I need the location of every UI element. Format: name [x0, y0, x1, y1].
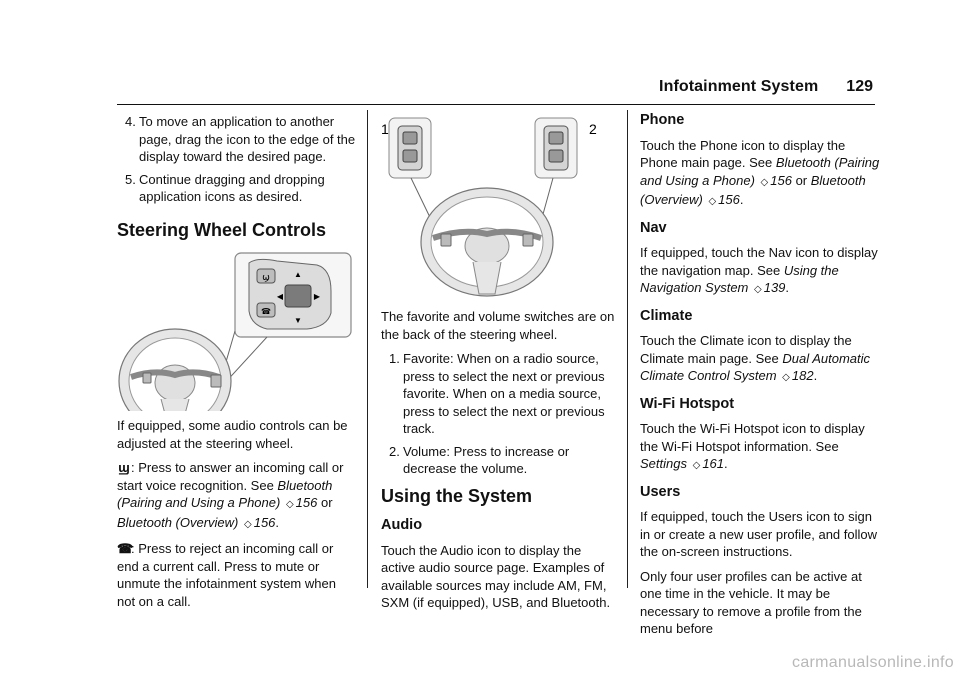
right-column: Phone Touch the Phone icon to display th… — [640, 112, 880, 645]
svg-text:▲: ▲ — [294, 270, 302, 279]
xref-link[interactable]: Bluetooth (Pairing and Using a Phone) — [117, 477, 333, 511]
page-arrow-icon: ◇ — [708, 196, 717, 207]
steering-wheel-controls-heading: Steering Wheel Controls — [117, 219, 327, 240]
wifi-hotspot-heading: Wi-Fi Hotspot — [640, 395, 735, 412]
page-ref[interactable]: 139 — [763, 280, 786, 295]
page-arrow-icon: ◇ — [285, 499, 294, 510]
page-ref[interactable]: 156 — [770, 172, 792, 188]
paragraph: Touch the Audio icon to display the acti… — [381, 542, 611, 611]
watermark: carmanualsonline.info — [792, 654, 954, 671]
using-the-system-heading: Using the System — [381, 485, 533, 506]
page-header: Infotainment System 129 — [659, 78, 873, 96]
xref-link[interactable]: Using the Navigation System — [640, 262, 839, 296]
svg-text:▼: ▼ — [294, 316, 302, 325]
page-arrow-icon: ◇ — [754, 284, 762, 295]
paragraph: If equipped, touch the Nav icon to displ… — [640, 245, 878, 296]
favorite-volume-switches-figure: 1 2 — [381, 117, 597, 297]
control-pad — [284, 284, 312, 308]
xref-link[interactable]: Bluetooth (Overview) — [117, 514, 239, 530]
xref-link[interactable]: Bluetooth (Pairing and Using a Phone) — [640, 155, 880, 188]
page-ref[interactable]: 156 — [295, 495, 318, 510]
svg-text:ϣ: ϣ — [262, 273, 270, 283]
page-arrow-icon: ◇ — [760, 176, 769, 188]
section-title: Infotainment System — [659, 78, 819, 95]
paragraph: Touch the Phone icon to display the Phon… — [640, 137, 880, 208]
page-arrow-icon: ◇ — [782, 372, 790, 383]
paragraph: Touch the Climate icon to display the Cl… — [640, 333, 871, 384]
paragraph: The favorite and volume switches are on … — [381, 309, 615, 342]
page-arrow-icon: ◇ — [244, 518, 252, 530]
svg-text:☎: ☎ — [261, 307, 271, 316]
phone-hangup-icon — [256, 302, 276, 318]
page-ref[interactable]: 156 — [718, 192, 740, 207]
list-item: 4.To move an application to another page… — [125, 114, 356, 164]
column-divider-left — [367, 110, 368, 588]
phone-hangup-icon: ☎ — [117, 541, 134, 556]
switch-list: 1.Favorite: When on a radio source, pres… — [381, 350, 617, 478]
phone-voice-icon: ϣ — [118, 460, 130, 475]
list-item: 1.Favorite: When on a radio source, pres… — [389, 351, 605, 436]
left-column: 4.To move an application to another page… — [117, 113, 357, 617]
xref-link[interactable]: Settings — [640, 456, 687, 471]
figure-label-1: 1 — [381, 121, 389, 137]
middle-column: 1 2 The favorite and volume switches are… — [381, 112, 617, 619]
header-rule — [117, 104, 875, 105]
paragraph: If equipped, touch the Users icon to sig… — [640, 509, 878, 559]
xref-link[interactable]: Dual Automatic Climate Control System — [640, 350, 871, 384]
list-item: 5.Continue dragging and dropping applica… — [125, 171, 325, 205]
steering-wheel-controls-figure: ϣ ☎ ▲ ▼ ◀ ▶ — [118, 252, 352, 411]
paragraph: If equipped, some audio controls can be … — [117, 418, 348, 451]
svg-text:◀: ◀ — [277, 292, 284, 301]
paragraph: ☎: Press to reject an incoming call or e… — [117, 541, 336, 609]
phone-heading: Phone — [640, 112, 685, 128]
page-ref[interactable]: 182 — [791, 368, 814, 383]
paragraph: Only four user profiles can be active at… — [640, 568, 862, 637]
users-heading: Users — [640, 483, 681, 500]
audio-heading: Audio — [381, 517, 423, 533]
page-arrow-icon: ◇ — [692, 460, 701, 471]
phone-voice-icon — [256, 268, 276, 284]
page-ref[interactable]: 156 — [253, 514, 276, 530]
nav-heading: Nav — [640, 219, 667, 236]
paragraph: ϣ: Press to answer an incoming call or s… — [117, 460, 344, 530]
page-number: 129 — [846, 78, 873, 95]
xref-link[interactable]: Bluetooth (Overview) — [640, 172, 866, 208]
page-ref[interactable]: 161 — [702, 456, 725, 471]
step-list: 4.To move an application to another page… — [117, 113, 357, 206]
figure-label-2: 2 — [589, 121, 597, 137]
list-item: 2.Volume: Press to increase or decrease … — [389, 443, 570, 477]
paragraph: Touch the Wi-Fi Hotspot icon to display … — [640, 421, 865, 471]
svg-text:▶: ▶ — [314, 292, 321, 301]
climate-heading: Climate — [640, 307, 693, 324]
column-divider-right — [627, 110, 628, 588]
